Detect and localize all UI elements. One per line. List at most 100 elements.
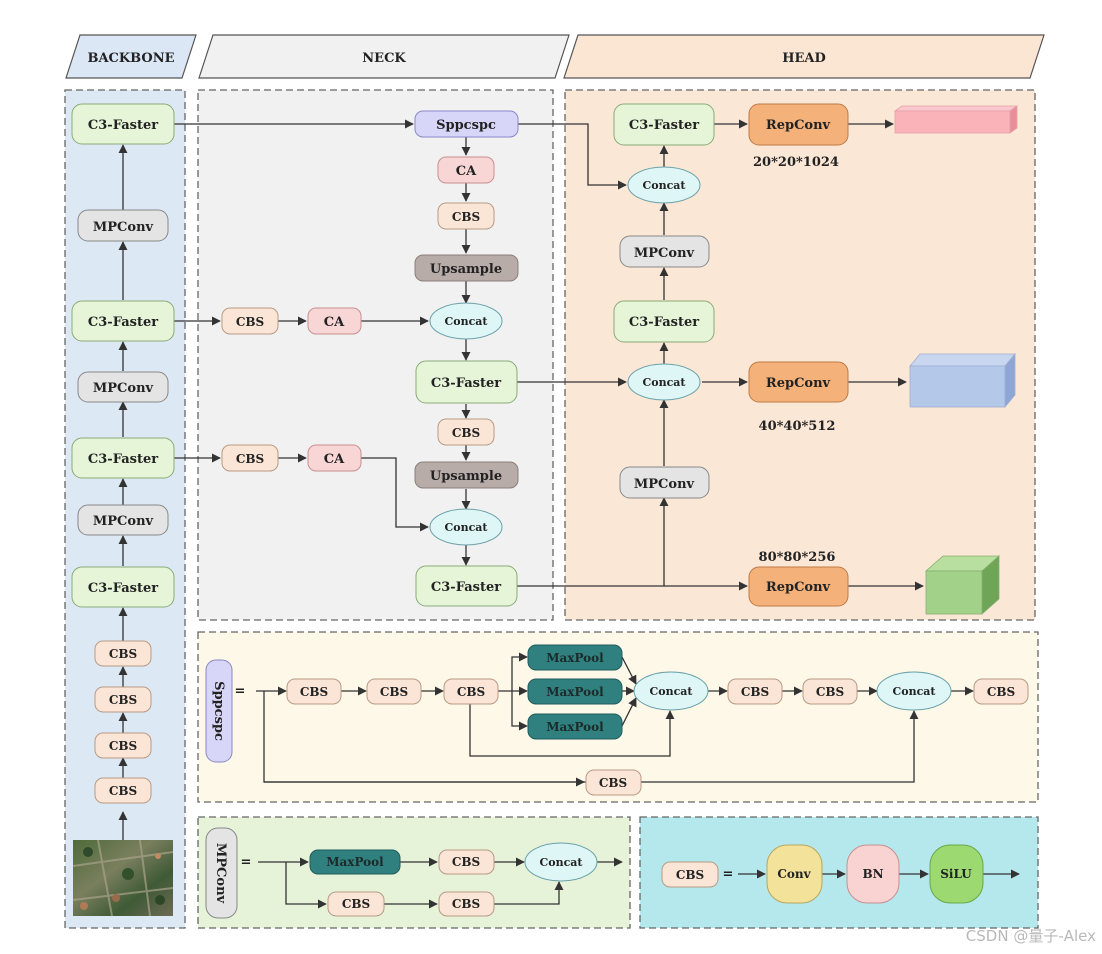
neck-concat-1-label: Concat [445,315,489,328]
sppcspc-cbs-b: CBS [366,678,422,705]
neck-ca-mid1: CA [307,307,362,335]
cbs-def-label: CBS [661,861,719,888]
backbone-cbs-2-label: CBS [109,693,137,707]
mpconv-def-label: MPConv [205,827,238,919]
sppcspc-cbs-bottom-label: CBS [599,776,627,790]
head-repconv-3: RepConv [748,566,849,607]
neck-header: NECK [198,34,570,79]
backbone-c3faster-3-label: C3-Faster [88,452,158,467]
backbone-cbs-1-label: CBS [109,647,137,661]
sppcspc-cbs-f-label: CBS [987,685,1015,699]
backbone-c3faster-4: C3-Faster [71,566,175,608]
backbone-c3faster-2: C3-Faster [71,300,175,342]
watermark: CSDN @量子-Alex [966,927,1096,945]
sppcspc-cbs-c-label: CBS [457,685,485,699]
head-c3faster-mid-label: C3-Faster [629,315,699,330]
neck-header-label: NECK [362,51,406,66]
backbone-mpconv-3: MPConv [77,504,169,536]
sppcspc-maxpool-1-label: MaxPool [546,651,604,665]
neck-cbs-mid1-label: CBS [236,315,264,329]
head-c3faster-mid: C3-Faster [613,300,715,343]
mpconv-eq: = [241,855,252,870]
head-repconv-2-label: RepConv [766,376,831,391]
cbs-eq: = [723,867,734,882]
neck-c3faster-1-label: C3-Faster [431,376,501,391]
neck-sppcspc: Sppcspc [414,110,519,138]
output-cube-medium [909,352,1016,409]
head-mpconv-1: MPConv [619,235,710,268]
backbone-mpconv-3-label: MPConv [93,514,154,529]
neck-cbs-mid2-label: CBS [236,452,264,466]
sppcspc-cbs-d-label: CBS [741,685,769,699]
neck-upsample-1: Upsample [414,254,519,282]
cbs-conv: Conv [766,844,823,904]
backbone-cbs-4-label: CBS [109,784,137,798]
backbone-cbs-2: CBS [94,686,152,713]
sppcspc-maxpool-3: MaxPool [527,713,623,740]
head-c3faster-top-label: C3-Faster [629,118,699,133]
backbone-c3faster-3: C3-Faster [71,437,175,479]
cbs-bn-label: BN [862,867,883,881]
head-repconv-1-label: RepConv [766,118,831,133]
backbone-mpconv-2: MPConv [77,371,169,403]
mpconv-cbs-c: CBS [438,891,495,917]
sppcspc-concat-2-label: Concat [893,685,937,698]
cbs-def-label-text: CBS [676,868,704,882]
backbone-mpconv-1-label: MPConv [93,220,154,235]
head-size-1: 20*20*1024 [753,155,839,170]
head-size-2: 40*40*512 [759,419,836,434]
head-header: HEAD [563,34,1045,79]
neck-c3faster-1: C3-Faster [415,360,518,404]
neck-upsample-1-label: Upsample [430,262,502,277]
neck-cbs-mid-label: CBS [452,426,480,440]
neck-concat-2: Concat [429,508,503,546]
output-cube-small [924,555,1001,615]
cbs-silu-label: SiLU [940,867,972,881]
backbone-mpconv-2-label: MPConv [93,381,154,396]
backbone-cbs-1: CBS [94,640,152,667]
sppcspc-cbs-a: CBS [286,678,342,705]
backbone-mpconv-1: MPConv [77,209,169,242]
neck-cbs-mid1: CBS [221,307,279,335]
sppcspc-maxpool-3-label: MaxPool [546,720,604,734]
mpconv-cbs-b: CBS [327,891,385,917]
sppcspc-cbs-e: CBS [802,678,858,705]
neck-cbs-top: CBS [437,202,495,230]
connectors [118,119,1020,909]
backbone-c3faster-4-label: C3-Faster [88,581,158,596]
sppcspc-cbs-a-label: CBS [300,685,328,699]
neck-c3faster-2: C3-Faster [415,565,518,607]
mpconv-cbs-b-label: CBS [342,897,370,911]
neck-ca-top: CA [437,156,495,184]
sppcspc-concat-1: Concat [633,671,709,711]
head-concat-mid-label: Concat [643,376,687,389]
mpconv-concat-label: Concat [540,856,584,869]
neck-concat-1: Concat [429,302,503,340]
neck-cbs-top-label: CBS [452,210,480,224]
head-concat-mid: Concat [627,363,701,401]
cbs-silu: SiLU [929,844,984,904]
sppcspc-def-label-text: Sppcspc [211,681,226,741]
backbone-header: BACKBONE [65,34,197,79]
mpconv-def-label-text: MPConv [213,843,228,904]
sppcspc-maxpool-1: MaxPool [527,644,623,671]
backbone-header-label: BACKBONE [87,51,174,66]
neck-panel [197,89,554,621]
backbone-c3faster-top: C3-Faster [71,103,175,145]
input-satellite-image [72,839,174,917]
backbone-c3faster-2-label: C3-Faster [88,315,158,330]
head-header-label: HEAD [782,51,826,66]
sppcspc-concat-1-label: Concat [650,685,694,698]
neck-upsample-2: Upsample [414,461,519,489]
head-repconv-1: RepConv [748,103,849,146]
head-mpconv-2: MPConv [619,466,710,499]
cbs-conv-label: Conv [777,867,811,881]
sppcspc-cbs-e-label: CBS [816,685,844,699]
output-cube-large [893,105,1019,134]
neck-sppcspc-label: Sppcspc [436,118,496,133]
sppcspc-cbs-bottom: CBS [585,769,642,796]
sppcspc-cbs-d: CBS [727,678,783,705]
head-concat-top: Concat [627,166,701,204]
backbone-c3faster-top-label: C3-Faster [88,118,158,133]
